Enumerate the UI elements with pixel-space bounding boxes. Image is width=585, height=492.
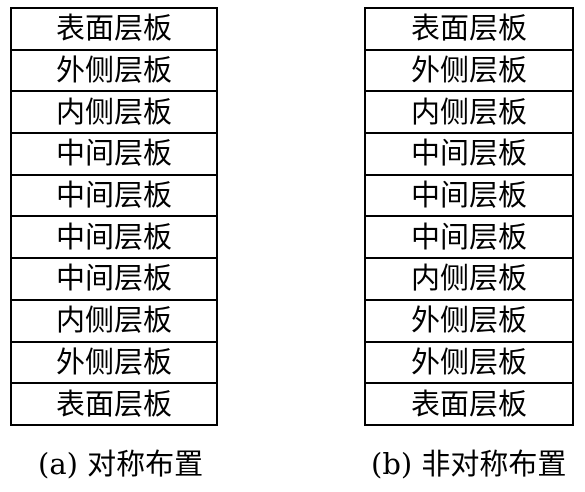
layer-a-4: 中间层板 bbox=[12, 134, 216, 176]
layer-a-9: 外侧层板 bbox=[12, 343, 216, 385]
layer-a-6: 中间层板 bbox=[12, 217, 216, 260]
layer-a-1: 表面层板 bbox=[12, 9, 216, 51]
layer-b-5: 中间层板 bbox=[366, 176, 572, 218]
symmetric-layup-stack: 表面层板 外侧层板 内侧层板 中间层板 中间层板 中间层板 中间层板 内侧层板 … bbox=[10, 7, 218, 426]
layer-a-8: 内侧层板 bbox=[12, 301, 216, 343]
layer-b-4: 中间层板 bbox=[366, 134, 572, 176]
layer-b-1: 表面层板 bbox=[366, 9, 572, 51]
layer-b-3: 内侧层板 bbox=[366, 92, 572, 135]
layer-b-2: 外侧层板 bbox=[366, 51, 572, 93]
layer-b-9: 外侧层板 bbox=[366, 343, 572, 385]
caption-symmetric: (a) 对称布置 bbox=[38, 447, 204, 481]
layer-a-3: 内侧层板 bbox=[12, 92, 216, 135]
layer-b-7: 内侧层板 bbox=[366, 259, 572, 301]
asymmetric-layup-stack: 表面层板 外侧层板 内侧层板 中间层板 中间层板 中间层板 内侧层板 外侧层板 … bbox=[364, 7, 574, 426]
layer-b-10: 表面层板 bbox=[366, 384, 572, 426]
layer-a-5: 中间层板 bbox=[12, 176, 216, 218]
layer-b-8: 外侧层板 bbox=[366, 301, 572, 343]
layer-a-2: 外侧层板 bbox=[12, 51, 216, 93]
layer-a-7: 中间层板 bbox=[12, 259, 216, 301]
layer-a-10: 表面层板 bbox=[12, 384, 216, 426]
layer-b-6: 中间层板 bbox=[366, 217, 572, 260]
caption-asymmetric: (b) 非对称布置 bbox=[371, 447, 567, 481]
